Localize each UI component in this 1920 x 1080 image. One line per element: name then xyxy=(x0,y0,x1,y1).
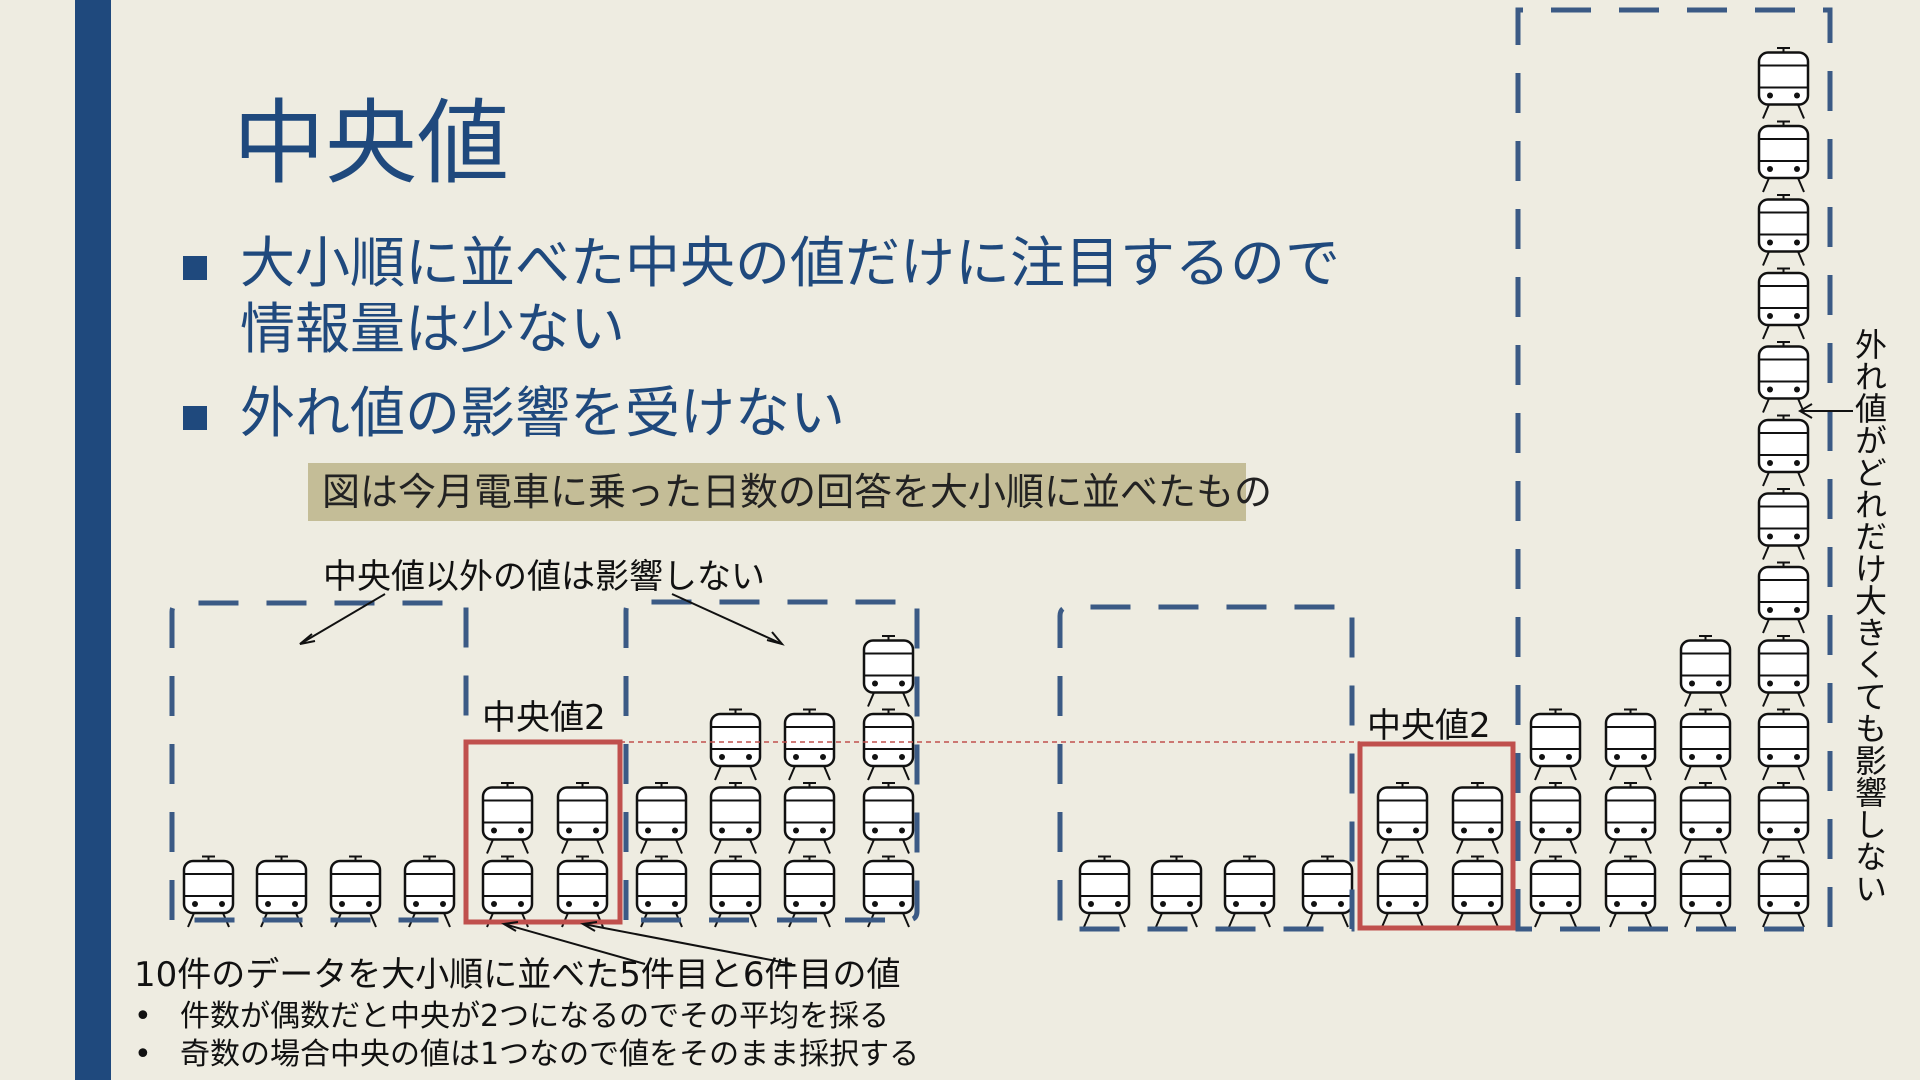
train-icon xyxy=(556,781,609,855)
train-icon xyxy=(709,855,762,929)
train-icon xyxy=(1604,708,1657,782)
train-icon xyxy=(1679,781,1732,855)
train-icon xyxy=(1529,855,1582,929)
train-icon xyxy=(556,855,609,929)
train-icon xyxy=(1757,193,1810,267)
train-icon xyxy=(1757,634,1810,708)
arrow-head xyxy=(501,921,519,932)
train-icon xyxy=(329,855,382,929)
pointer-arrow xyxy=(671,593,783,645)
bullet-item: 大小順に並べた中央の値だけに注目するので 情報量は少ない xyxy=(178,230,1340,362)
train-icon xyxy=(862,634,915,708)
train-icon xyxy=(1451,855,1504,929)
train-icon xyxy=(1757,46,1810,120)
explanation-point: 奇数の場合中央の値は1つなので値をそのまま採択する xyxy=(134,1036,919,1074)
train-icon xyxy=(862,781,915,855)
train-icon xyxy=(1376,855,1429,929)
train-icon xyxy=(709,781,762,855)
square-bullet-icon xyxy=(183,406,207,430)
train-icon xyxy=(1757,561,1810,635)
train-icon xyxy=(1301,855,1354,929)
bullet-line: 外れ値の影響を受けない xyxy=(240,381,846,445)
train-icon xyxy=(1757,120,1810,194)
median-box-right xyxy=(1357,741,1516,931)
pointer-arrow xyxy=(582,923,793,965)
train-icon xyxy=(783,708,836,782)
train-icon xyxy=(1757,781,1810,855)
arrow-head xyxy=(580,921,598,932)
train-icon xyxy=(1757,414,1810,488)
train-icon xyxy=(862,855,915,929)
train-icon xyxy=(182,855,235,929)
train-icon xyxy=(1376,781,1429,855)
train-icon xyxy=(403,855,456,929)
train-icon xyxy=(635,781,688,855)
explanation-point: 件数が偶数だと中央が2つになるのでその平均を採る xyxy=(134,998,919,1036)
non-median-label: 中央値以外の値は影響しない xyxy=(323,557,765,597)
median-box-left xyxy=(463,739,623,925)
train-icon xyxy=(1604,855,1657,929)
train-icon xyxy=(1679,634,1732,708)
train-icon xyxy=(709,708,762,782)
arrow-head xyxy=(766,631,785,646)
explanation-points: 件数が偶数だと中央が2つになるのでその平均を採る 奇数の場合中央の値は1つなので… xyxy=(134,998,919,1074)
train-icon xyxy=(1757,487,1810,561)
train-icon xyxy=(1679,855,1732,929)
dashed-box-right-high xyxy=(1515,7,1833,932)
train-icon xyxy=(1150,855,1203,929)
train-icon xyxy=(1757,267,1810,341)
square-bullet-icon xyxy=(183,256,207,280)
accent-bar xyxy=(75,0,111,1080)
bullet-line: 情報量は少ない xyxy=(240,297,626,361)
figure-caption: 図は今月電車に乗った日数の回答を大小順に並べたもの xyxy=(308,463,1272,521)
explanation: 10件のデータを大小順に並べた5件目と6件目の値 件数が偶数だと中央が2つになる… xyxy=(134,954,919,1074)
train-icon xyxy=(255,855,308,929)
bullet-item: 外れ値の影響を受けない xyxy=(178,380,1340,446)
median-label-left: 中央値2 xyxy=(482,698,606,738)
train-icon xyxy=(1451,781,1504,855)
pointer-arrow xyxy=(503,923,646,965)
train-icon xyxy=(635,855,688,929)
train-icon xyxy=(1529,708,1582,782)
arrow-head xyxy=(1798,403,1813,419)
train-icon xyxy=(1757,340,1810,414)
train-icon xyxy=(1604,781,1657,855)
pointer-arrow xyxy=(299,593,386,645)
train-icon xyxy=(481,855,534,929)
train-icon xyxy=(783,855,836,929)
slide-title: 中央値 xyxy=(233,90,510,197)
outlier-note: 外れ値がどれだけ大きくても影響しない xyxy=(1850,328,1888,904)
train-icon xyxy=(862,708,915,782)
train-icon xyxy=(783,781,836,855)
train-icon xyxy=(1757,708,1810,782)
explanation-main: 10件のデータを大小順に並べた5件目と6件目の値 xyxy=(134,955,901,995)
train-stacks xyxy=(182,46,1810,929)
train-icon xyxy=(1679,708,1732,782)
train-icon xyxy=(1529,781,1582,855)
bullet-list: 大小順に並べた中央の値だけに注目するので 情報量は少ない 外れ値の影響を受けない xyxy=(178,230,1340,446)
train-icon xyxy=(1078,855,1131,929)
arrow-head xyxy=(299,633,316,645)
dashed-box-right-low xyxy=(1057,604,1355,932)
bullet-line: 大小順に並べた中央の値だけに注目するので xyxy=(240,231,1341,295)
train-icon xyxy=(481,781,534,855)
median-label-right: 中央値2 xyxy=(1367,706,1491,746)
train-icon xyxy=(1757,855,1810,929)
train-icon xyxy=(1223,855,1276,929)
